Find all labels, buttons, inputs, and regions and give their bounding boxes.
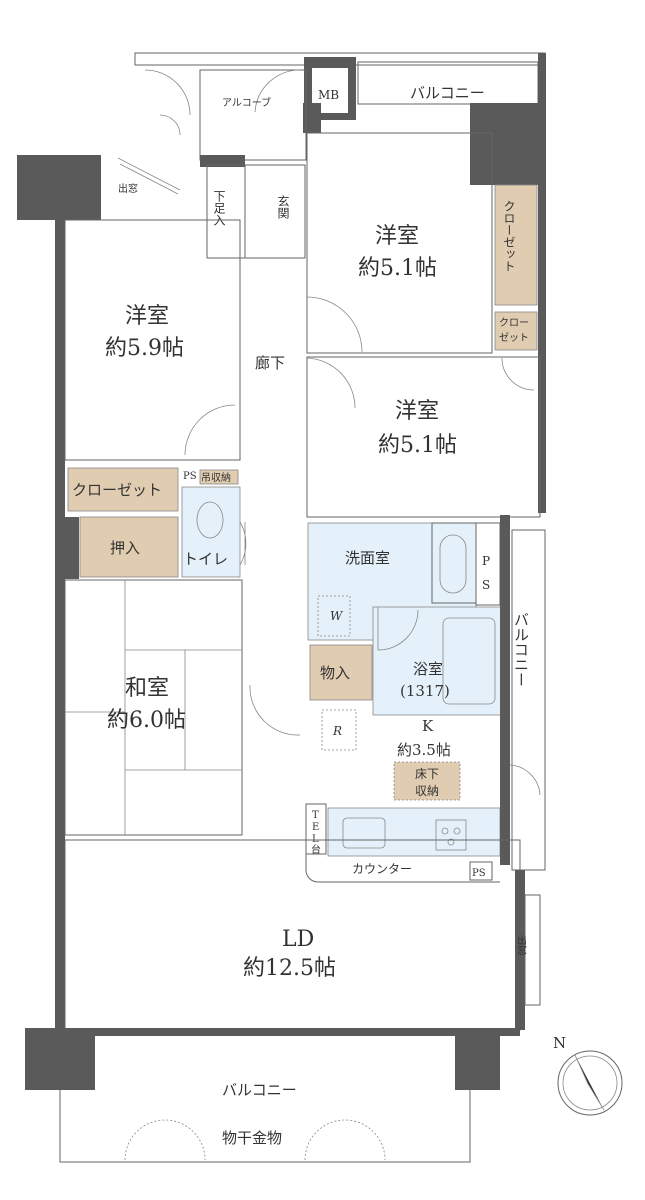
bay-window-right: 出窓 <box>515 934 527 955</box>
ps-vertical-1: P <box>482 554 490 568</box>
hallway-label: 廊下 <box>255 354 285 372</box>
kitchen-size: 約3.5帖 <box>397 741 451 759</box>
oshiire <box>79 516 179 578</box>
ps-toilet: PS <box>183 471 197 482</box>
closet-left <box>67 467 179 512</box>
room-western-mid-size: 約5.1帖 <box>378 433 457 458</box>
room-western-left-size: 約5.9帖 <box>105 336 184 361</box>
closet-small <box>494 311 538 351</box>
fridge-label: R <box>332 724 342 738</box>
tel-dai: 台 <box>311 843 321 856</box>
tel-e: E <box>312 822 319 833</box>
room-western-top-size: 約5.1帖 <box>358 256 437 281</box>
mb-label: MB <box>318 88 339 102</box>
kitchen-counter <box>327 807 501 857</box>
monoire <box>309 644 373 701</box>
room-western-mid-name: 洋室 <box>395 399 439 424</box>
closet-top <box>494 184 538 306</box>
kitchen-name: K <box>422 717 434 735</box>
bath-label: 浴室 <box>413 660 443 678</box>
closet-small-label-1: クロー <box>499 317 529 329</box>
room-japanese-name: 和室 <box>125 676 169 701</box>
bathroom <box>372 606 502 716</box>
closet-small-label-2: ゼット <box>499 332 529 344</box>
toilet-label: トイレ <box>183 550 228 568</box>
ps-kitchen: PS <box>472 868 486 879</box>
clothes-hanger-label: 物干金物 <box>222 1129 282 1147</box>
room-japanese-size: 約6.0帖 <box>107 708 186 733</box>
tel-t: T <box>312 810 319 821</box>
alcove-label: アルコーブ <box>222 96 271 109</box>
room-western-top-name: 洋室 <box>375 224 419 249</box>
monoire-label: 物入 <box>320 664 350 682</box>
underfloor-label-1: 床下 <box>415 767 439 781</box>
ld-name: LD <box>282 927 314 952</box>
room-western-left <box>64 219 241 461</box>
hanging-storage-label: 吊収納 <box>201 471 231 484</box>
tel-stand <box>305 803 327 855</box>
counter-label: カウンター <box>352 862 412 876</box>
shoe-storage-label: 下足入 <box>212 190 226 226</box>
compass-north-label: N <box>553 1034 566 1052</box>
washroom-label: 洗面室 <box>345 549 390 567</box>
oshiire-label: 押入 <box>110 539 140 557</box>
washer-label: W <box>330 609 344 623</box>
balcony-top-label: バルコニー <box>410 84 485 102</box>
room-western-top <box>306 132 493 354</box>
balcony-right <box>511 529 546 871</box>
balcony-bottom-label: バルコニー <box>222 1081 297 1099</box>
bath-size: (1317) <box>400 682 450 700</box>
entrance-label: 玄関 <box>276 194 290 219</box>
ld-size: 約12.5帖 <box>243 956 336 981</box>
hanging-storage <box>199 469 239 485</box>
underfloor-label-2: 収納 <box>415 784 439 798</box>
room-western-mid <box>306 356 541 518</box>
closet-left-label: クローゼット <box>72 481 162 499</box>
room-western-left-name: 洋室 <box>125 304 169 329</box>
closet-top-label: クローゼット <box>502 200 516 272</box>
compass-icon: N <box>553 1034 623 1116</box>
underfloor-storage <box>393 761 461 801</box>
bay-window-left: 出窓 <box>118 182 138 195</box>
balcony-right-label: バルコニー <box>512 612 530 687</box>
room-japanese <box>64 579 243 836</box>
ps-vertical-2: S <box>482 578 490 592</box>
